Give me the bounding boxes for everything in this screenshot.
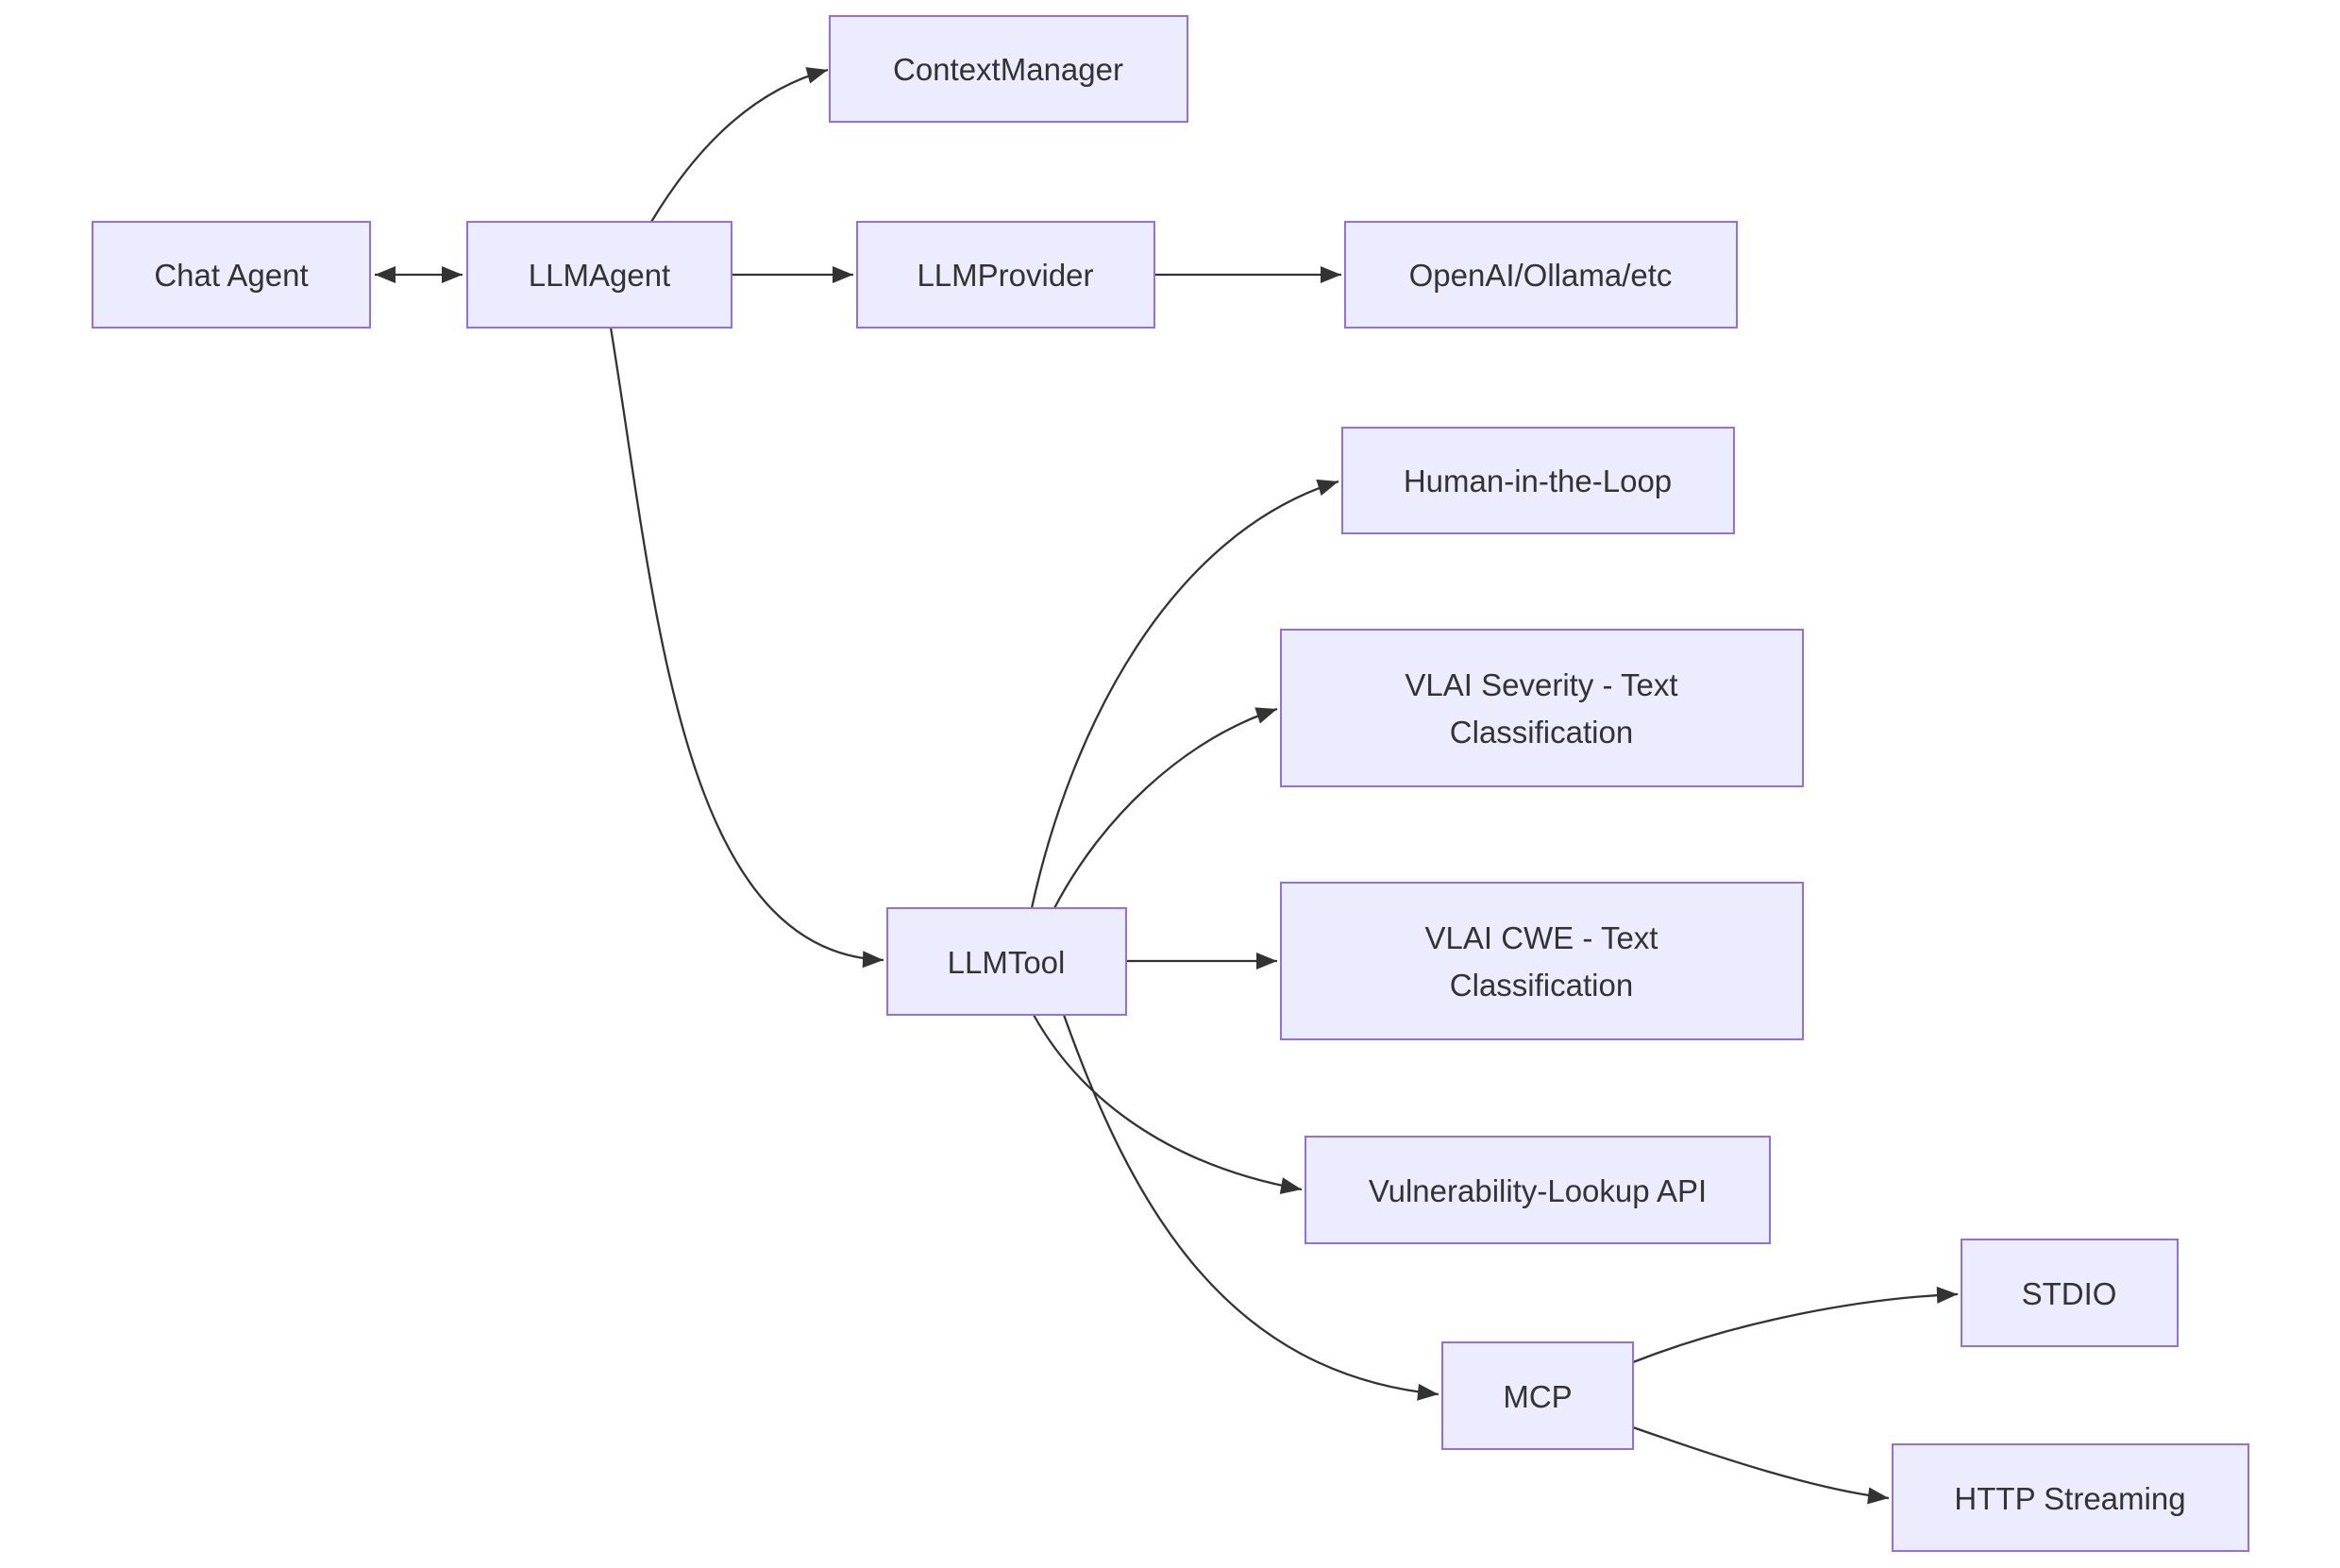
node-context-manager: ContextManager: [829, 15, 1188, 123]
node-vlai-cwe-label-line2: Classification: [1450, 968, 1633, 1003]
node-vlai-severity-label-line2: Classification: [1450, 715, 1633, 750]
edge-llmtool-humanintheloop: [1030, 479, 1339, 909]
node-vulnerability-lookup-box: [1305, 1136, 1771, 1244]
node-context-manager-label: ContextManager: [893, 52, 1123, 87]
node-stdio-label: STDIO: [2022, 1276, 2117, 1311]
node-context-manager-box: [829, 15, 1188, 123]
edge-mcp-stdio: [1632, 1286, 1959, 1364]
node-llm-agent: LLMAgent: [466, 221, 732, 329]
node-llm-provider-label: LLMProvider: [917, 258, 1093, 293]
node-openai-ollama-label: OpenAI/Ollama/etc: [1409, 258, 1673, 293]
edge-mcp-httpstreaming: [1632, 1425, 1890, 1505]
node-vlai-cwe-box: [1280, 882, 1804, 1040]
node-http-streaming-label: HTTP Streaming: [1954, 1481, 2185, 1516]
node-llm-tool: LLMTool: [886, 907, 1127, 1016]
edge-llmtool-mcp: [1062, 1014, 1439, 1401]
node-vulnerability-lookup-label: Vulnerability-Lookup API: [1369, 1173, 1707, 1208]
edge-llmtool-vulnerabilitylookup: [1032, 1014, 1303, 1194]
node-chat-agent-box: [92, 221, 371, 329]
node-http-streaming-box: [1892, 1443, 2249, 1552]
node-stdio: STDIO: [1961, 1239, 2179, 1347]
node-vlai-severity: VLAI Severity - Text Classification: [1280, 629, 1804, 787]
node-vulnerability-lookup: Vulnerability-Lookup API: [1305, 1136, 1771, 1244]
node-llm-agent-label: LLMAgent: [529, 258, 670, 293]
node-human-in-the-loop: Human-in-the-Loop: [1341, 427, 1735, 534]
node-llm-tool-box: [886, 907, 1127, 1016]
node-vlai-severity-label-line1: VLAI Severity - Text: [1405, 667, 1677, 702]
node-vlai-severity-box: [1280, 629, 1804, 787]
edge-llmtool-vlaiseverity: [1052, 707, 1278, 909]
node-human-in-the-loop-box: [1341, 427, 1735, 534]
node-http-streaming: HTTP Streaming: [1892, 1443, 2249, 1552]
node-mcp-label: MCP: [1503, 1379, 1572, 1414]
node-llm-provider: LLMProvider: [856, 221, 1155, 329]
edge-llmagent-llmtool: [609, 327, 884, 969]
node-vlai-cwe: VLAI CWE - Text Classification: [1280, 882, 1804, 1040]
node-vlai-cwe-label-line1: VLAI CWE - Text: [1425, 920, 1658, 955]
node-chat-agent: Chat Agent: [92, 221, 371, 329]
node-chat-agent-label: Chat Agent: [154, 258, 308, 293]
node-openai-ollama-box: [1344, 221, 1738, 329]
edge-llmagent-contextmanager: [650, 67, 829, 223]
node-mcp: MCP: [1441, 1341, 1634, 1450]
node-stdio-box: [1961, 1239, 2179, 1347]
node-llm-provider-box: [856, 221, 1155, 329]
node-mcp-box: [1441, 1341, 1634, 1450]
node-llm-agent-box: [466, 221, 732, 329]
node-llm-tool-label: LLMTool: [948, 945, 1066, 980]
node-openai-ollama: OpenAI/Ollama/etc: [1344, 221, 1738, 329]
node-human-in-the-loop-label: Human-in-the-Loop: [1404, 464, 1672, 498]
